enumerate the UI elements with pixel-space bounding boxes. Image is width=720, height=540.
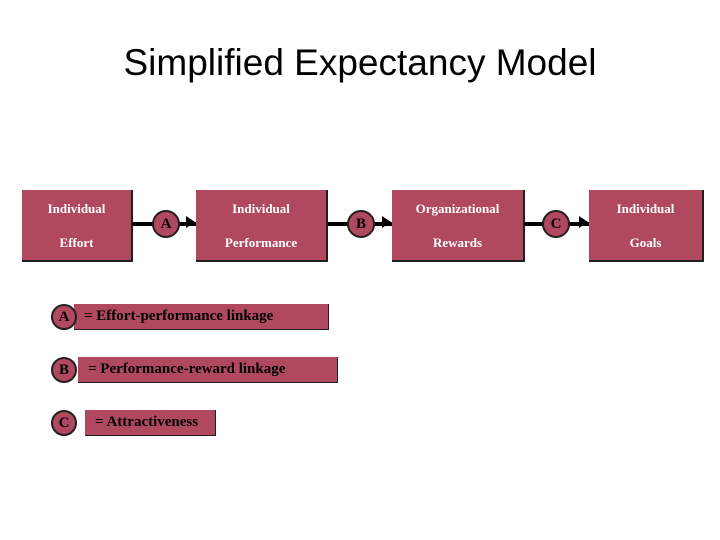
flow-box-line1: Individual [616,200,675,216]
flow-box-line2: Goals [629,234,662,250]
flow-box-line1: Individual [232,200,290,216]
arrowhead-a [186,216,195,228]
flow-box-line2: Performance [224,234,298,250]
link-circle-c[interactable]: C [542,210,570,238]
legend-text-a: = Effort-performance linkage [74,304,329,330]
flow-box-individual-goals[interactable]: Individual Goals [589,190,704,262]
legend-circle-a[interactable]: A [51,304,77,330]
legend-circle-c[interactable]: C [51,410,77,436]
legend-text-b: = Performance-reward linkage [78,357,338,383]
legend-text-c: = Attractiveness [85,410,216,436]
link-circle-a[interactable]: A [152,210,180,238]
page-title: Simplified Expectancy Model [123,42,597,83]
arrowhead-c [579,216,588,228]
flow-box-individual-effort[interactable]: Individual Effort [22,190,133,262]
arrowhead-b [382,216,391,228]
legend-circle-b[interactable]: B [51,357,77,383]
flow-box-individual-performance[interactable]: Individual Performance [196,190,328,262]
flow-box-line2: Effort [59,234,94,250]
flow-box-organizational-rewards[interactable]: Organizational Rewards [392,190,525,262]
link-circle-b[interactable]: B [347,210,375,238]
flow-box-line1: Individual [47,200,106,216]
flow-box-line1: Organizational [415,200,500,216]
flow-box-line2: Rewards [432,234,483,250]
